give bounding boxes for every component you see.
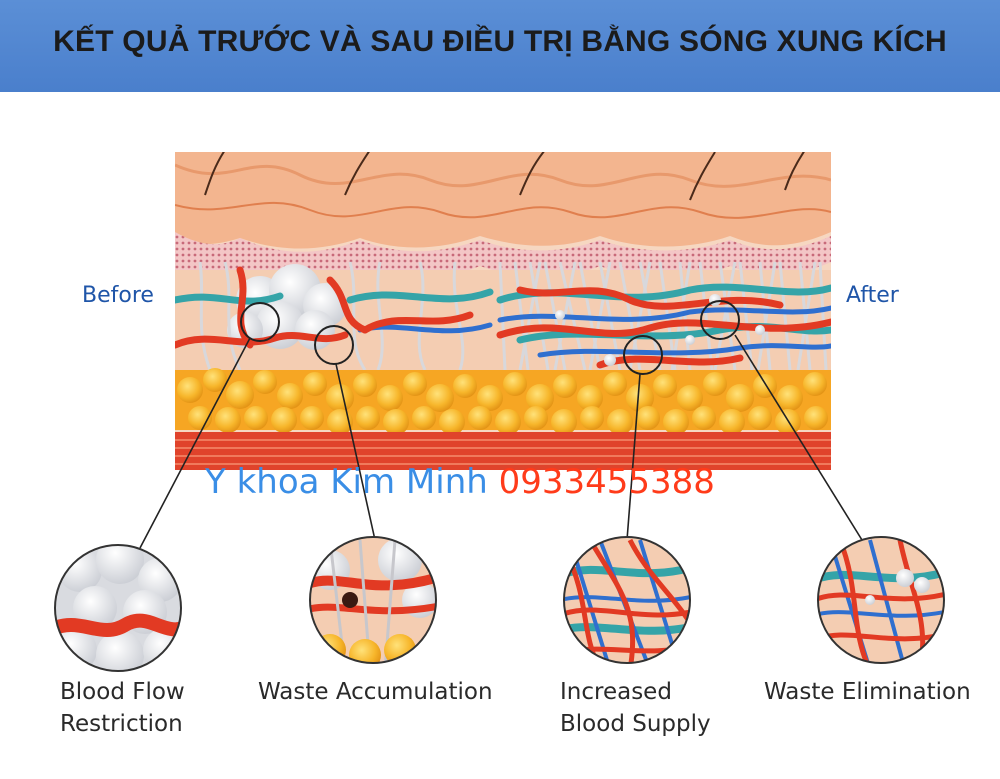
page-title: KẾT QUẢ TRƯỚC VÀ SAU ĐIỀU TRỊ BẰNG SÓNG … [53,25,947,58]
skin-cross-section [175,152,831,470]
watermark: Y khoa Kim Minh 0933455388 [205,462,715,502]
detail-circle-blood-flow-restriction [54,544,182,672]
leader-line-1 [139,337,251,549]
zoom-marker-1 [240,302,280,342]
watermark-name: Y khoa Kim Minh [205,462,488,502]
caption-line: Waste Accumulation [258,679,493,705]
before-label: Before [82,283,154,308]
after-label: After [846,283,899,308]
caption-waste-accumulation: Waste Accumulation [258,676,493,708]
caption-line: Blood Flow [60,679,185,705]
caption-line: Waste Elimination [764,679,971,705]
caption-line: Restriction [60,711,183,737]
caption-waste-elimination: Waste Elimination [764,676,971,708]
caption-line: Blood Supply [560,711,711,737]
caption-line: Increased [560,679,672,705]
zoom-marker-3 [623,335,663,375]
leader-line-2 [335,363,376,541]
zoom-marker-4 [700,300,740,340]
zoom-marker-2 [314,325,354,365]
leader-line-4 [734,334,863,541]
detail-circle-waste-accumulation [309,536,437,664]
detail-circle-waste-elimination [817,536,945,664]
title-banner [0,0,1000,92]
detail-circle-increased-blood-supply [563,536,691,664]
watermark-phone: 0933455388 [498,462,715,502]
leader-line-3 [626,373,641,541]
